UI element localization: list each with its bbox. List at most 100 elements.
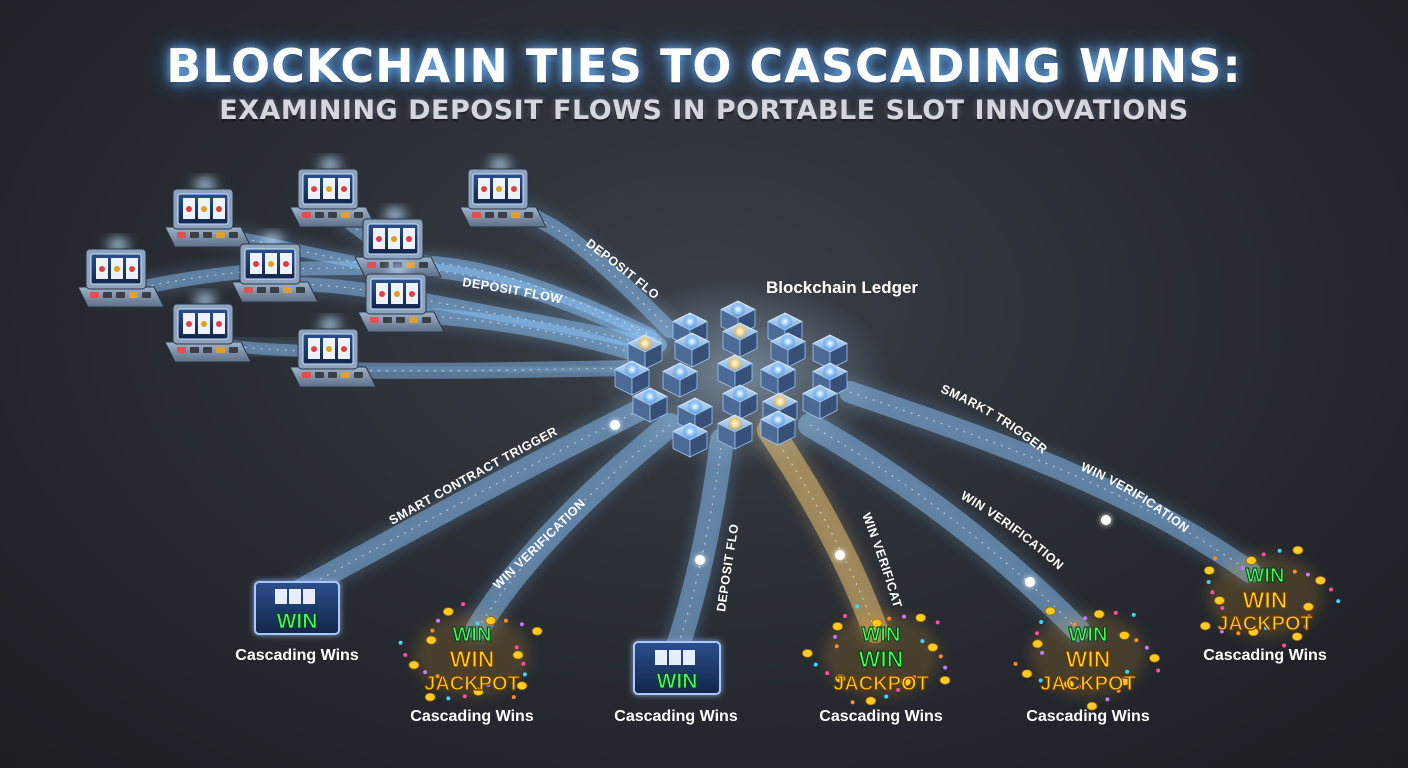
gold-coin-icon [1149,653,1160,663]
confetti-dot [1039,619,1044,624]
confetti-dot [1083,616,1088,621]
terminal-light-icon [388,264,408,276]
outcome-jackpot-3: WIN WIN JACKPOT Cascading Wins [1013,606,1161,725]
terminal-button-icon [354,372,363,378]
terminal-light-icon [385,209,405,221]
confetti-dot [813,662,818,667]
terminal-button-icon [296,287,305,293]
confetti-dot [1277,548,1282,553]
outcome-caption: Cascading Wins [1203,647,1327,664]
terminal-button-icon [354,212,363,218]
gold-coin-icon [802,648,813,658]
block-core-glow [727,415,743,432]
confetti-dot [1038,678,1043,683]
flow-stream-glow [318,356,642,383]
confetti-dot [1125,669,1130,674]
terminal-button-icon [257,287,266,293]
outcome-jackpot-1: WIN WIN JACKPOT Cascading Wins [398,602,543,725]
terminal-light-icon [108,239,128,251]
slot-reels-icon [655,650,695,665]
confetti-dot [1219,629,1224,634]
block-core-glow [637,335,653,352]
reel-symbol-icon [326,186,332,192]
block-core-glow [624,361,640,378]
terminal-button-icon [103,292,112,298]
flow-stream-particles [477,424,671,629]
terminal-light-icon [490,159,510,171]
gold-coin-icon [425,635,437,645]
confetti-dot [1236,631,1241,636]
reel-symbol-icon [268,261,274,267]
page-subtitle: EXAMINING DEPOSIT FLOWS IN PORTABLE SLOT… [219,95,1189,126]
confetti-dot [403,653,408,657]
terminal-button-icon [229,347,238,353]
block-core-glow [727,355,743,372]
reel-symbol-icon [409,291,415,297]
reel-symbol-icon [186,206,192,212]
confetti-dot [1077,684,1082,689]
confetti-dot [896,687,901,692]
reel-symbol-icon [481,186,487,192]
ledger-block-icon [674,332,710,368]
gold-coin-icon [1292,545,1304,555]
confetti-dot [522,672,527,677]
terminal-button-icon [315,212,324,218]
confetti-dot [943,665,948,670]
confetti-dot [1013,661,1018,666]
confetti-dot [436,618,441,623]
reel-symbol-icon [311,346,317,352]
jackpot-confetti [802,604,951,706]
confetti-dot [1261,552,1266,557]
terminal-button-icon [422,317,431,323]
confetti-dot [912,675,917,680]
flow-spark [1025,577,1035,587]
confetti-dot [461,602,466,607]
flow-spark [1101,515,1111,525]
block-core-glow [687,398,703,415]
reel-symbol-icon [186,321,192,327]
confetti-dot [1307,614,1312,619]
gold-coin-icon [865,696,877,706]
confetti-dot [511,695,516,700]
win-text: WIN [277,610,318,633]
block-core-glow [780,333,796,350]
slot-terminal [289,159,377,228]
confetti-dot [834,644,839,649]
outcome-caption: Cascading Wins [410,708,534,725]
terminal-button-icon [302,372,311,378]
gold-coin-icon [485,616,497,625]
outcome-caption: Cascading Wins [1026,708,1150,725]
ledger-block-icon [632,387,668,423]
jackpot-win-top: WIN [1069,624,1108,646]
confetti-dot [486,682,491,687]
ledger-block-icon [717,354,753,390]
block-core-glow [682,423,698,440]
gold-coin-icon [1086,701,1098,711]
flow-stream-particles [677,439,723,647]
flow-stream-glow [285,395,655,605]
confetti-dot [1035,631,1040,636]
reel-symbol-icon [341,346,347,352]
confetti-dot [503,618,508,623]
terminal-button-icon [380,262,389,268]
gold-coin-icon [442,607,454,617]
gold-coin-icon [927,642,939,652]
confetti-dot [825,671,830,676]
confetti-dot [1220,605,1225,610]
gold-coin-icon [939,675,951,685]
confetti-dot [446,696,451,701]
reel-symbol-icon [391,236,397,242]
reel-symbol-icon [406,236,412,242]
terminal-light-icon [262,234,282,246]
terminal-button-icon [328,372,337,378]
page-title: BLOCKCHAIN TIES TO CASCADING WINS: [166,39,1242,93]
outcome-jackpot-4: WIN WIN JACKPOT Cascading Wins [1199,545,1341,664]
title-block: BLOCKCHAIN TIES TO CASCADING WINS: EXAMI… [0,38,1408,128]
ledger-block-icon [627,334,663,370]
terminal-button-icon [328,212,337,218]
confetti-dot [851,678,856,683]
reel-symbol-icon [283,261,289,267]
terminal-button-icon [341,372,350,378]
gold-coin-icon [408,660,420,670]
